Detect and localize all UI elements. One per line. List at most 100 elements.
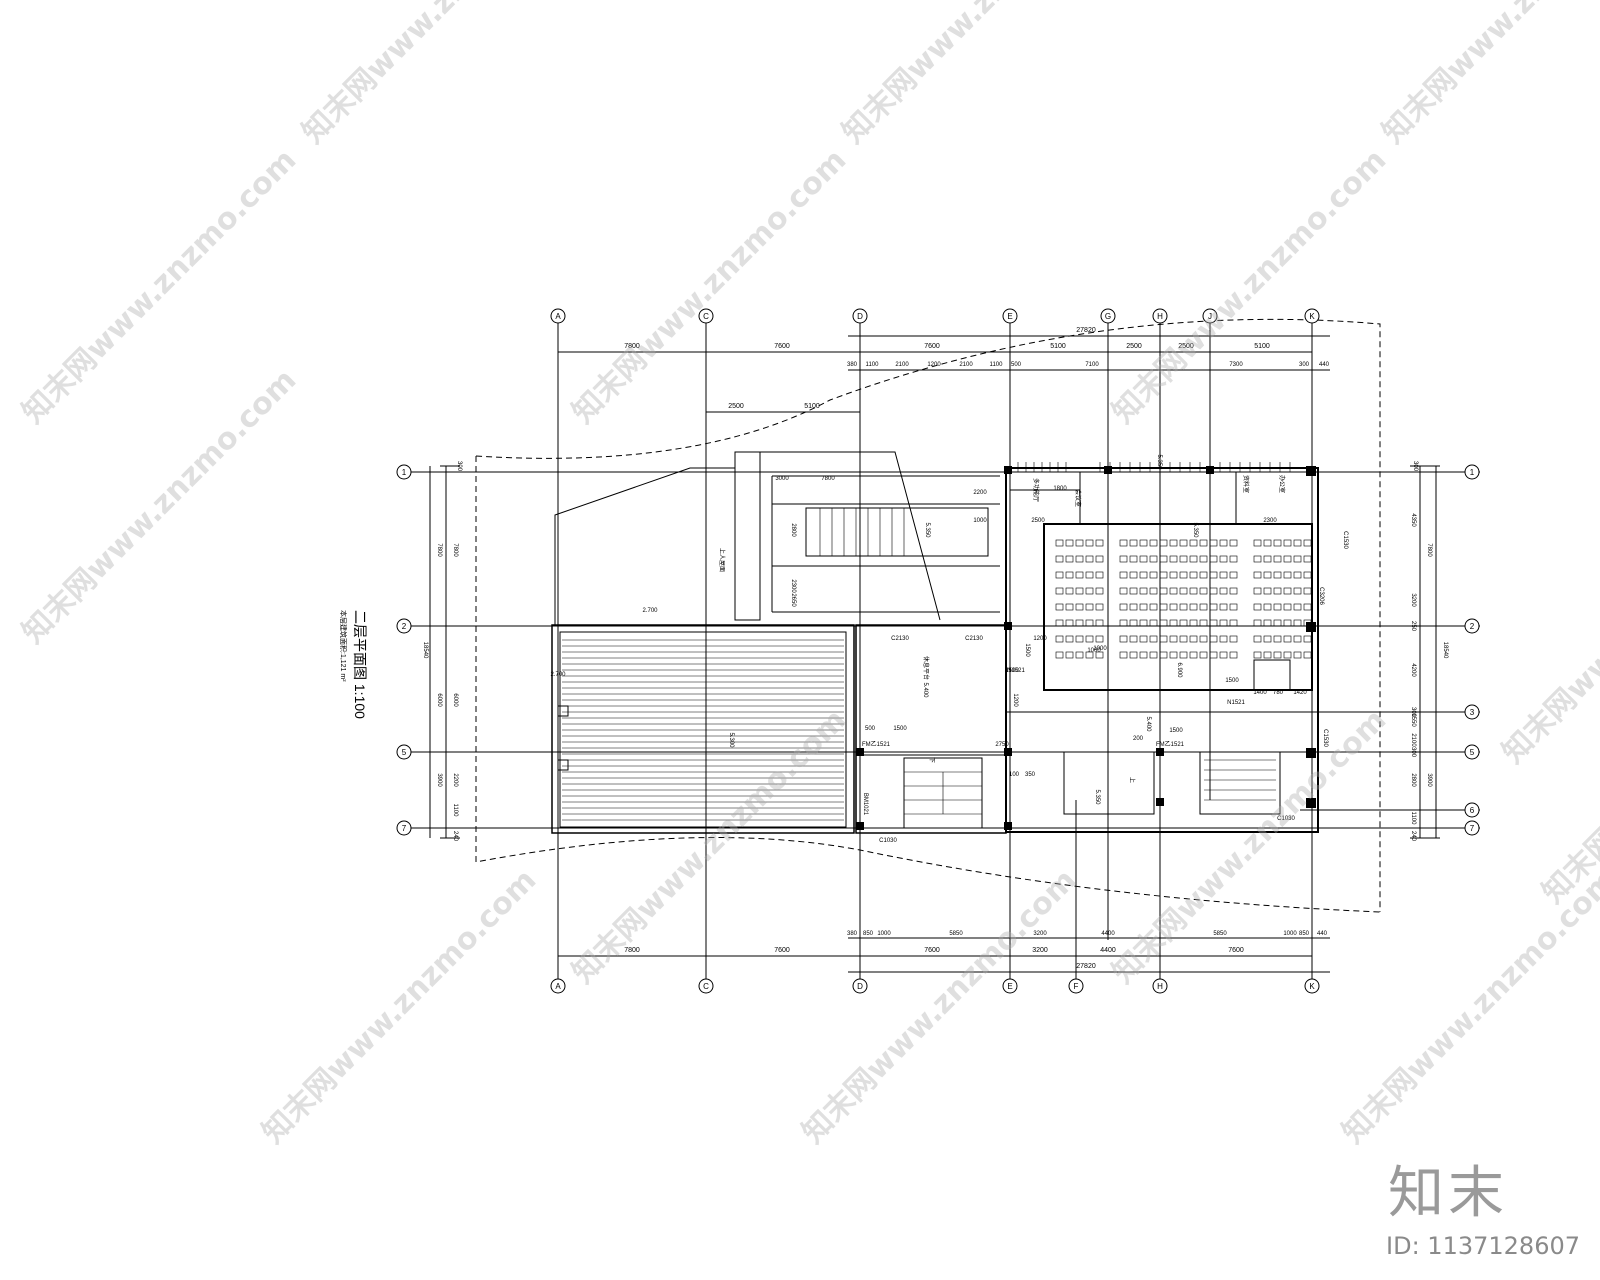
- seat: [1159, 587, 1168, 595]
- seat: [1095, 635, 1104, 643]
- grid-bubble-label: D: [857, 982, 863, 991]
- dim-label: 1400: [1253, 690, 1267, 696]
- dim-label: 440: [1317, 931, 1328, 937]
- seat: [1179, 587, 1188, 595]
- seat: [1149, 571, 1158, 579]
- dim-label: 240: [1410, 831, 1416, 842]
- roof-terrace: [551, 624, 855, 834]
- dim-label: 5.400: [922, 682, 928, 698]
- seat: [1055, 635, 1064, 643]
- seat: [1293, 587, 1302, 595]
- seat: [1149, 619, 1158, 627]
- seat: [1085, 635, 1094, 643]
- grid-bubble-label: F: [1074, 982, 1079, 991]
- seat: [1283, 619, 1292, 627]
- seat: [1199, 651, 1208, 659]
- seat: [1095, 555, 1104, 563]
- seat: [1283, 555, 1292, 563]
- seat: [1253, 651, 1262, 659]
- seat: [1085, 571, 1094, 579]
- seat: [1189, 587, 1198, 595]
- dim-label: C1030: [1277, 816, 1295, 822]
- dim-label: 5850: [1213, 931, 1227, 937]
- grid-bubble: [1464, 704, 1480, 720]
- seat: [1055, 619, 1064, 627]
- dim-label: 5.350: [1156, 454, 1162, 470]
- seat: [1253, 635, 1262, 643]
- seat: [1129, 587, 1138, 595]
- seat: [1085, 651, 1094, 659]
- dim-label: 1200: [1033, 636, 1047, 642]
- dim-label: 2500: [1126, 343, 1142, 350]
- seat: [1149, 603, 1158, 611]
- grid-bubble: [1464, 820, 1480, 836]
- grid-bubble-label: C: [703, 312, 709, 321]
- dim-label: 3200: [1410, 593, 1416, 607]
- grid-bubble: [1464, 464, 1480, 480]
- dimension-lines: [429, 335, 1440, 973]
- seat: [1293, 555, 1302, 563]
- dim-label: 下: [928, 757, 935, 763]
- seat: [1139, 651, 1148, 659]
- dim-label: 5.300: [728, 732, 734, 748]
- dim-label: 200: [1133, 736, 1144, 742]
- dim-label: C2130: [965, 636, 983, 642]
- seat: [1253, 571, 1262, 579]
- dim-label: 2.700: [642, 608, 658, 614]
- seat: [1219, 651, 1228, 659]
- dim-label: 多功能厅: [1032, 478, 1040, 502]
- seat: [1263, 651, 1272, 659]
- seat: [1129, 619, 1138, 627]
- dim-label: 5100: [1050, 343, 1066, 350]
- seat: [1055, 571, 1064, 579]
- grid-bubble-label: G: [1105, 312, 1111, 321]
- seat: [1139, 555, 1148, 563]
- dim-label: 1000: [1283, 931, 1297, 937]
- seat: [1273, 555, 1282, 563]
- seat: [1273, 635, 1282, 643]
- seat: [1075, 619, 1084, 627]
- dim-label: 850: [863, 931, 874, 937]
- seat: [1169, 555, 1178, 563]
- dim-label: 4400: [1100, 947, 1116, 954]
- seat: [1075, 635, 1084, 643]
- dim-label: 18540: [422, 642, 428, 659]
- dim-label: 2300: [1263, 518, 1277, 524]
- seat: [1263, 555, 1272, 563]
- dim-label: 上: [1128, 777, 1136, 783]
- dim-label: 上人屋面: [718, 548, 726, 572]
- seat: [1303, 651, 1312, 659]
- site-logo: 知末: [1388, 1161, 1508, 1226]
- dim-label: 2800: [790, 523, 796, 537]
- seat: [1119, 539, 1128, 547]
- seat: [1119, 571, 1128, 579]
- seat: [1229, 539, 1238, 547]
- seat: [1199, 555, 1208, 563]
- grid-bubble-label: 5: [402, 748, 407, 757]
- grid-bubble-label: H: [1157, 312, 1163, 321]
- seat: [1209, 555, 1218, 563]
- seat: [1169, 587, 1178, 595]
- seat: [1283, 539, 1292, 547]
- grid-bubble-label: H: [1157, 982, 1163, 991]
- dim-label: 2650: [790, 593, 796, 607]
- grid-bubble: [550, 308, 566, 324]
- dim-label: 6000: [452, 693, 458, 707]
- seat: [1129, 539, 1138, 547]
- grid-bubble-label: K: [1309, 312, 1315, 321]
- grid-bubble: [1152, 308, 1168, 324]
- seat: [1293, 619, 1302, 627]
- dim-label: 2500: [1031, 518, 1045, 524]
- seat: [1139, 619, 1148, 627]
- dim-label: 500: [1011, 362, 1022, 368]
- seat: [1229, 587, 1238, 595]
- seat: [1065, 587, 1074, 595]
- seat: [1219, 555, 1228, 563]
- dim-label: 2100: [959, 362, 973, 368]
- dim-label: 资料室: [1242, 475, 1250, 493]
- seat: [1139, 539, 1148, 547]
- dim-label: 3900: [1426, 773, 1432, 787]
- dim-label: 5100: [1254, 343, 1270, 350]
- seat: [1075, 587, 1084, 595]
- seat: [1159, 555, 1168, 563]
